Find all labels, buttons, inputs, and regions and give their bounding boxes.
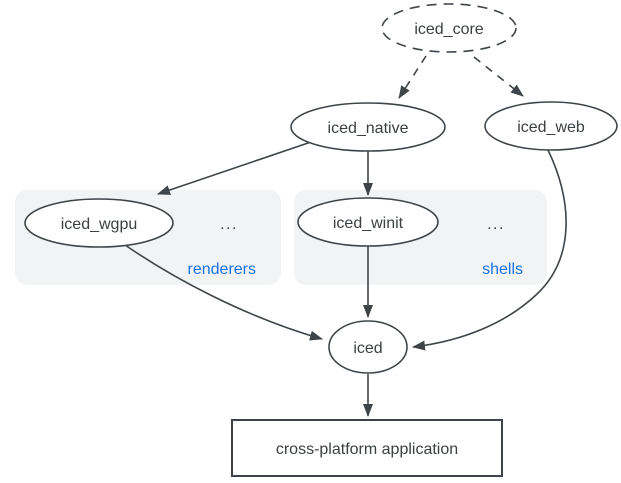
node-iced-core-label: iced_core <box>414 21 483 38</box>
node-iced-web-shape <box>484 101 618 151</box>
node-iced-winit-label: iced_winit <box>333 215 404 232</box>
node-application-label: cross-platform application <box>276 441 458 458</box>
edge-iced-core-to-iced-web <box>473 56 524 97</box>
group-renderers-label: renderers <box>188 261 256 278</box>
node-iced-core-shape <box>381 3 517 53</box>
node-iced-native: iced_native <box>290 102 446 152</box>
node-application-shape <box>231 419 503 477</box>
group-shells-label: shells <box>482 261 523 278</box>
edge-iced-core-to-iced-native <box>398 55 427 99</box>
node-application: cross-platform application <box>231 419 503 477</box>
edge-iced-native-to-iced-wgpu <box>157 141 312 195</box>
group-shells-ellipsis: ... <box>487 216 505 233</box>
node-iced-native-label: iced_native <box>328 120 409 137</box>
node-iced-core: iced_core <box>381 3 517 53</box>
node-iced-wgpu-label: iced_wgpu <box>61 216 138 233</box>
node-iced-shape <box>328 320 408 374</box>
edge-iced-wgpu-to-iced <box>117 239 323 341</box>
node-iced-native-shape <box>290 102 446 152</box>
node-iced-winit: iced_winit <box>297 197 439 247</box>
group-renderers-ellipsis: ... <box>220 216 238 233</box>
node-iced: iced <box>328 320 408 374</box>
node-iced-winit-shape <box>297 197 439 247</box>
node-iced-wgpu-shape <box>24 198 174 248</box>
node-iced-web: iced_web <box>484 101 618 151</box>
node-iced-web-label: iced_web <box>517 119 585 136</box>
node-iced-label: iced <box>353 340 382 357</box>
edge-iced-web-to-iced <box>412 149 567 351</box>
node-iced-wgpu: iced_wgpu <box>24 198 174 248</box>
